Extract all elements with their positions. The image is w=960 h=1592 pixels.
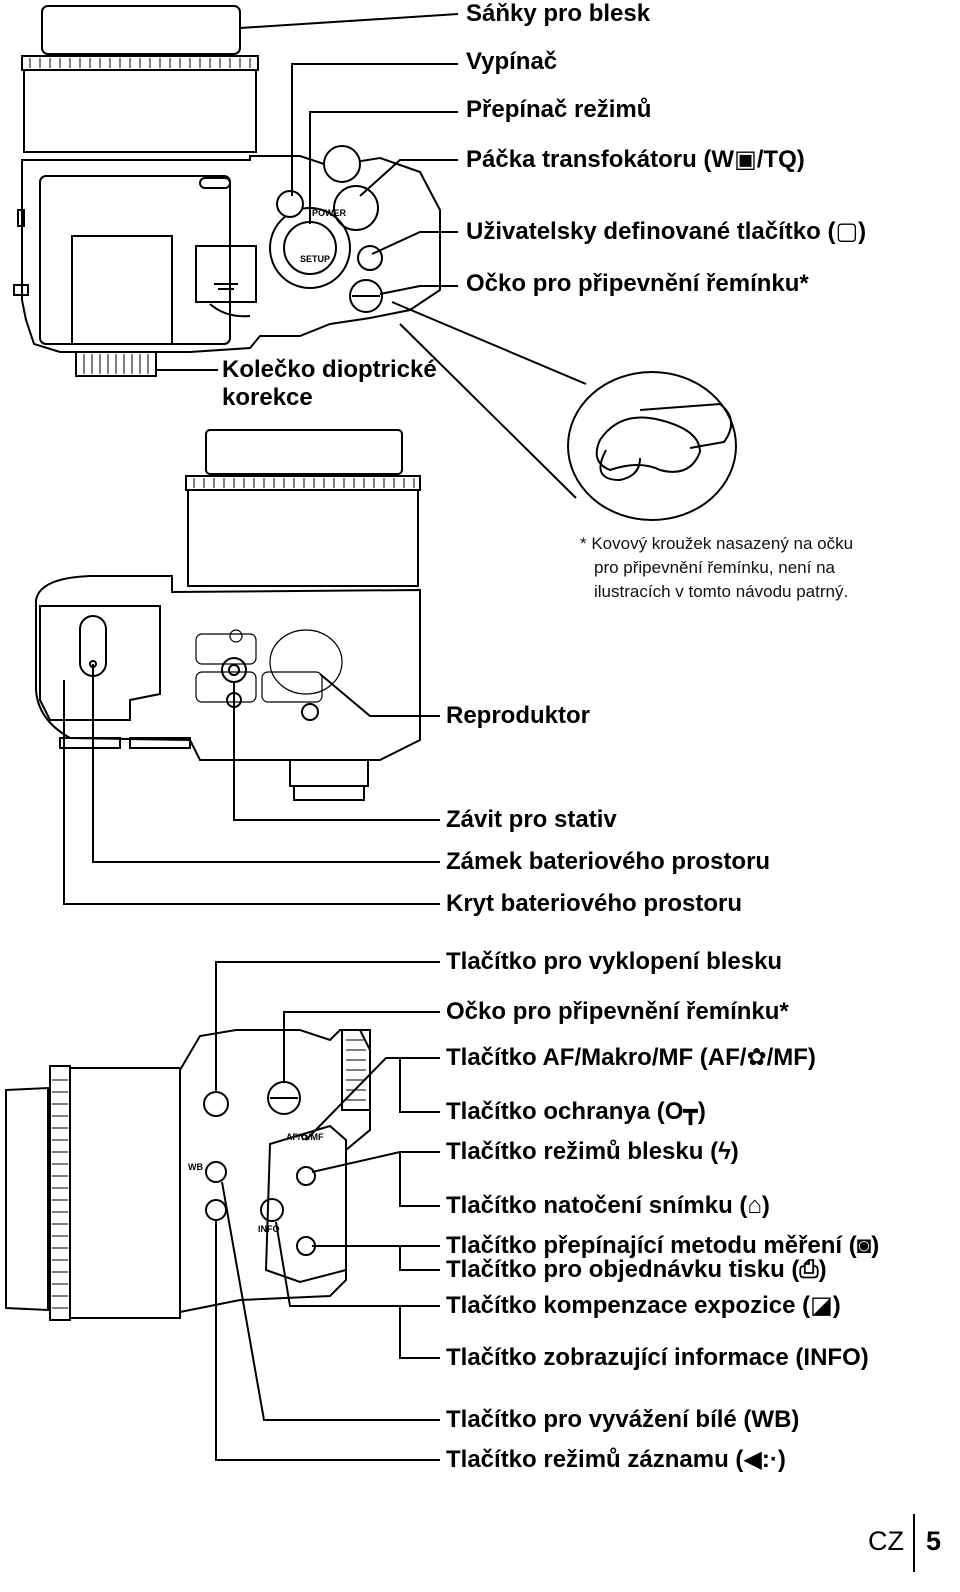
label-info: Tlačítko zobrazující informace (INFO) bbox=[446, 1344, 869, 1371]
label-flash-popup: Tlačítko pro vyklopení blesku bbox=[446, 948, 783, 975]
leader-lines bbox=[63, 13, 459, 1461]
label-flash-mode: Tlačítko režimů blesku (ϟ) bbox=[446, 1138, 739, 1165]
camera-side-view bbox=[5, 1029, 371, 1321]
label-battery-cover: Kryt bateriového prostoru bbox=[446, 890, 743, 917]
page-divider bbox=[913, 1514, 915, 1572]
footnote-line-2: pro připevnění řemínku, není na bbox=[594, 558, 835, 577]
label-mode-dial: Přepínač režimů bbox=[466, 96, 652, 123]
label-power-switch: Vypínač bbox=[466, 48, 558, 75]
strap-ring-inset bbox=[391, 301, 737, 521]
language-code: CZ bbox=[868, 1526, 904, 1556]
info-mark: INFO bbox=[258, 1224, 280, 1234]
label-protect: Tlačítko ochranya (O┳) bbox=[446, 1098, 706, 1125]
power-mark: POWER bbox=[312, 208, 347, 218]
label-hot-shoe: Sáňky pro blesk bbox=[466, 0, 651, 27]
label-print-order: Tlačítko pro objednávku tisku (⎙) bbox=[446, 1256, 827, 1283]
label-battery-lock: Zámek bateriového prostoru bbox=[446, 848, 771, 875]
wb-mark: WB bbox=[188, 1162, 203, 1172]
label-strap-eyelet-side: Očko pro připevnění řemínku* bbox=[446, 998, 789, 1025]
label-speaker: Reproduktor bbox=[446, 702, 590, 729]
label-record-mode: Tlačítko režimů záznamu (◀:·) bbox=[446, 1446, 786, 1473]
label-diopter-2: korekce bbox=[222, 384, 313, 411]
label-strap-eyelet-top: Očko pro připevnění řemínku* bbox=[466, 270, 809, 297]
label-tripod-socket: Závit pro stativ bbox=[446, 806, 617, 833]
label-zoom-lever: Páčka transfokátoru (W▣/TQ) bbox=[466, 146, 805, 173]
label-custom-button: Uživatelsky definované tlačítko (▢) bbox=[466, 218, 867, 245]
footnote-line-3: ilustracích v tomto návodu patrný. bbox=[594, 582, 849, 601]
camera-bottom-view bbox=[35, 429, 421, 801]
footnote-line-1: * Kovový kroužek nasazený na očku bbox=[580, 534, 854, 553]
label-diopter-1: Kolečko dioptrické bbox=[222, 356, 437, 383]
label-rotate: Tlačítko natočení snímku (⌂) bbox=[446, 1192, 770, 1219]
page-number: 5 bbox=[926, 1526, 942, 1556]
label-af-macro-mf: Tlačítko AF/Makro/MF (AF/✿/MF) bbox=[446, 1044, 816, 1071]
camera-top-view bbox=[13, 5, 441, 377]
label-metering: Tlačítko přepínající metodu měření (◙) bbox=[446, 1232, 880, 1259]
af-mark: AF/✿/MF bbox=[286, 1132, 324, 1142]
label-exposure-comp: Tlačítko kompenzace expozice (◪) bbox=[446, 1292, 841, 1319]
label-white-balance: Tlačítko pro vyvážení bílé (WB) bbox=[446, 1406, 800, 1433]
setup-mark: SETUP bbox=[300, 254, 330, 264]
